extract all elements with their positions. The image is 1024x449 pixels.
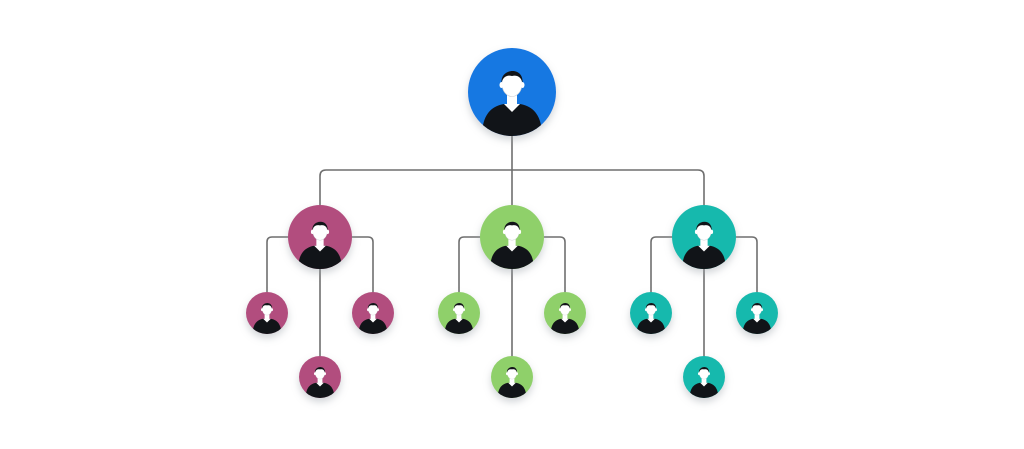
- teal-member-right-person-avatar-icon: [736, 292, 778, 334]
- org-nodes: [246, 48, 778, 398]
- magenta-member-left-person-avatar-icon: [246, 292, 288, 334]
- member-connector-teal-right: [735, 236, 758, 293]
- root-person-avatar-icon: [468, 48, 556, 136]
- green-member-right-person-avatar-icon: [544, 292, 586, 334]
- green-manager-person-avatar-icon: [480, 205, 544, 269]
- green-member-left-person-avatar-icon: [438, 292, 480, 334]
- member-connector-magenta-right: [351, 236, 374, 293]
- member-connector-green-left: [458, 236, 481, 293]
- magenta-manager-person-avatar-icon: [288, 205, 352, 269]
- teal-manager-person-avatar-icon: [672, 205, 736, 269]
- member-connector-teal-left: [650, 236, 673, 293]
- connector-lines: [266, 135, 758, 357]
- magenta-member-right-person-avatar-icon: [352, 292, 394, 334]
- teal-member-left-person-avatar-icon: [630, 292, 672, 334]
- member-connector-magenta-left: [266, 236, 289, 293]
- member-connector-green-right: [543, 236, 566, 293]
- green-member-bottom-person-avatar-icon: [491, 356, 533, 398]
- teal-member-bottom-person-avatar-icon: [683, 356, 725, 398]
- magenta-member-bottom-person-avatar-icon: [299, 356, 341, 398]
